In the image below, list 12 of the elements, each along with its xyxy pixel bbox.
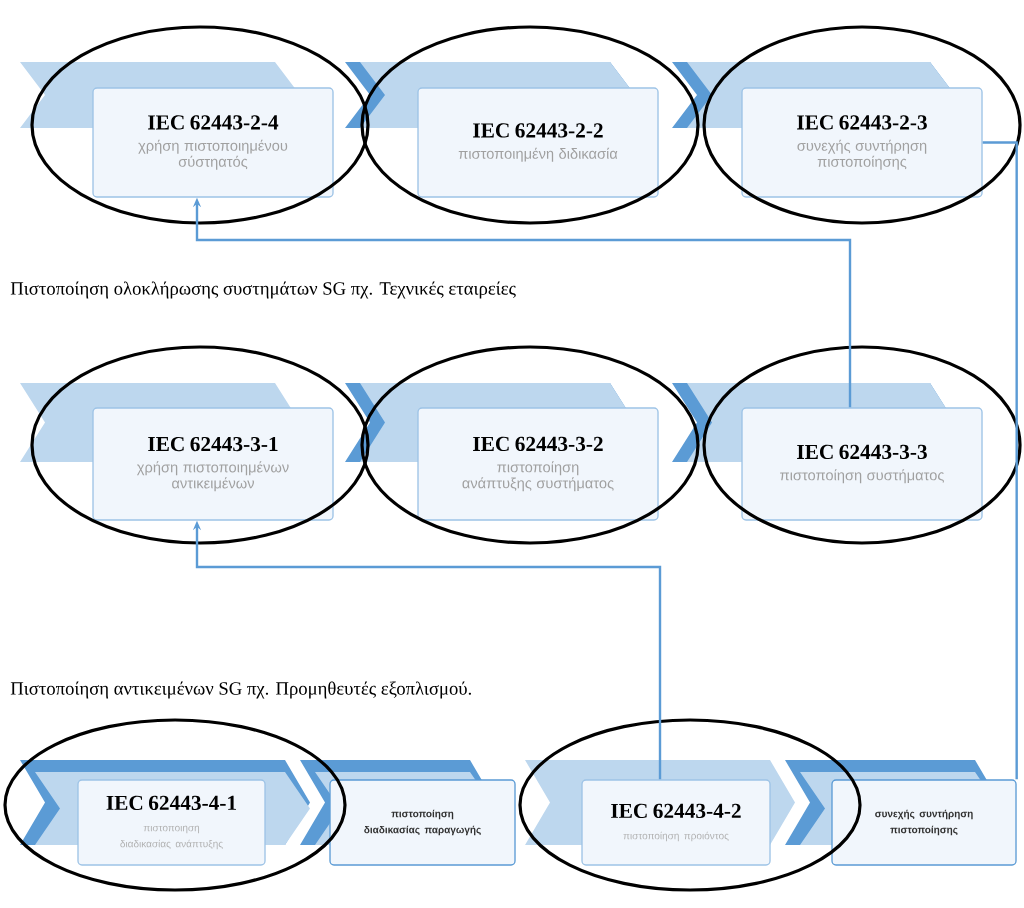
process-step: πιστοποίηση διαδικασίας παραγωγής	[300, 760, 516, 866]
process-step: IEC 62443-3-1 χρήση πιστοποιημένων αντικειμένων	[20, 383, 334, 521]
section-heading: Πιστοποίηση ολοκλήρωσης συστημάτων SG πχ. Τεχνικές εταιρείες	[10, 281, 516, 299]
process-step: IEC 62443-2-2 πιστοποιημένη διδικασία	[345, 62, 659, 198]
section-heading: Πιστοποίηση αντικειμένων SG πχ. Προμηθευτές εξοπλισμού.	[10, 681, 471, 699]
process-step: IEC 62443-3-3 πιστοποίηση συστήματος	[672, 383, 983, 521]
process-step: IEC 62443-4-1 πιστοποιηση διαδικασίας ανάπτυξης	[20, 760, 310, 866]
process-step: IEC 62443-4-2 πιστοποίηση προιόντος	[525, 760, 795, 866]
process-step: IEC 62443-2-4 χρήση πιστοποιημένου σύστηατός	[20, 62, 334, 198]
process-step: συνεχής συντήρηση πιστοποίησης	[785, 760, 1017, 866]
process-step: IEC 62443-2-3 συνεχής συντήρηση πιστοποίησης	[672, 62, 983, 198]
process-step: IEC 62443-3-2 πιστοποίηση ανάπτυξης συστήματος	[345, 383, 659, 521]
